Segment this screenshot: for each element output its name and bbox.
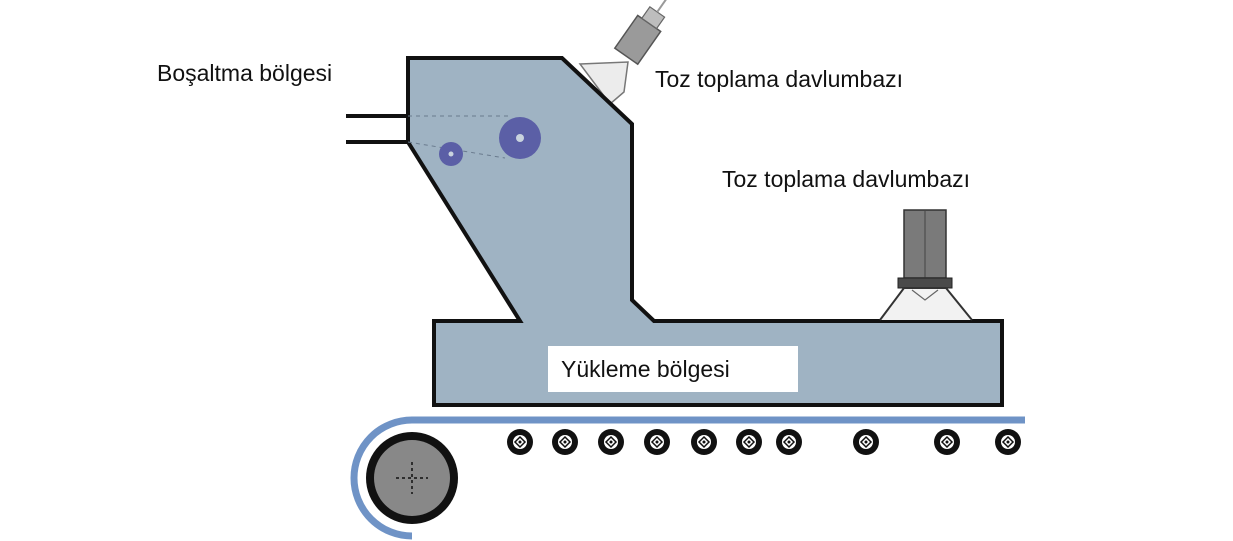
pulley-large-icon [499,117,541,159]
unloading-zone-label: Boşaltma bölgesi [157,60,333,86]
top-dust-hood-icon [578,0,669,106]
conveyor-belt [350,416,1025,540]
roller-icon [507,429,533,455]
drum-pulley-icon [366,432,458,524]
roller-icon [736,429,762,455]
dust-hood-top-label: Toz toplama davlumbazı [655,66,904,92]
roller-icon [934,429,960,455]
pulley-small-icon [439,142,463,166]
right-dust-hood-icon [879,209,973,321]
roller-icon [691,429,717,455]
roller-icon [552,429,578,455]
loading-zone-text: Yükleme bölgesi [561,355,730,382]
roller-icon [995,429,1021,455]
roller-icon [598,429,624,455]
roller-icon [644,429,670,455]
machine-body [406,56,1004,407]
idler-rollers [507,429,1021,455]
roller-icon [853,429,879,455]
dust-hood-right-label: Toz toplama davlumbazı [722,166,971,192]
loading-zone-label: Yükleme bölgesi [548,346,798,392]
roller-icon [776,429,802,455]
